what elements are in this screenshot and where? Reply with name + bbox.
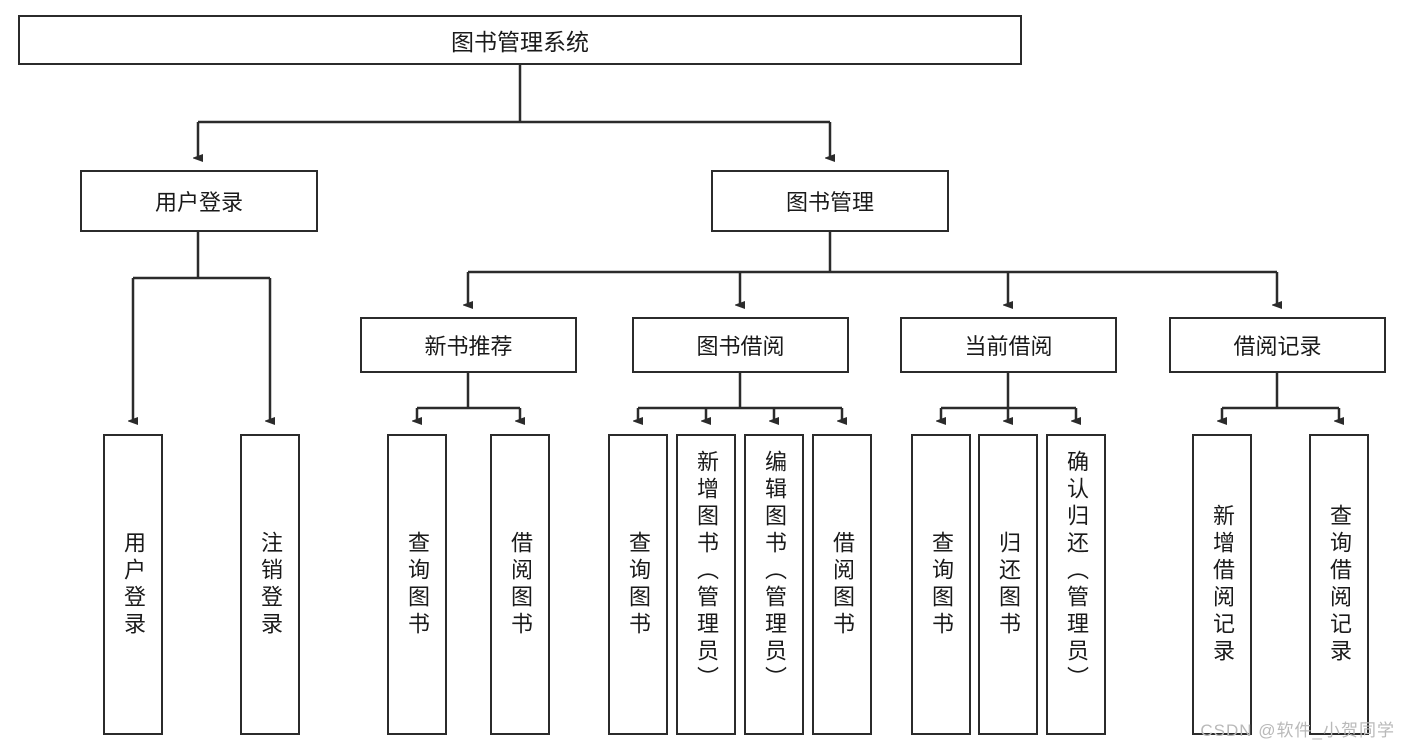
csdn-watermark: CSDN @软件_小贺同学 [1200,721,1395,740]
node-label: 借阅图书 [830,530,855,639]
node-label: 编辑图书（管理员） [762,450,787,693]
node-label: 新书推荐 [424,334,513,359]
leaf-query-book-current[interactable]: 查询图书 [911,434,971,735]
node-current-borrow[interactable]: 当前借阅 [900,317,1117,373]
leaf-confirm-return-admin[interactable]: 确认归还（管理员） [1046,434,1106,735]
node-label: 用户登录 [154,190,243,215]
node-book-manage[interactable]: 图书管理 [711,170,949,232]
node-label: 注销登录 [258,530,283,639]
leaf-query-book-recommend[interactable]: 查询图书 [387,434,447,735]
leaf-borrow-book[interactable]: 借阅图书 [812,434,872,735]
leaf-user-login[interactable]: 用户登录 [103,434,163,735]
node-book-borrow[interactable]: 图书借阅 [632,317,849,373]
leaf-edit-book-admin[interactable]: 编辑图书（管理员） [744,434,804,735]
node-label: 查询图书 [405,530,430,639]
node-label: 新增借阅记录 [1210,503,1235,666]
node-label: 新增图书（管理员） [694,450,719,693]
node-label: 图书管理 [785,190,874,215]
node-label: 归还图书 [996,530,1021,639]
leaf-return-book[interactable]: 归还图书 [978,434,1038,735]
node-user-login[interactable]: 用户登录 [80,170,318,232]
node-label: 用户登录 [121,530,146,639]
leaf-add-book-admin[interactable]: 新增图书（管理员） [676,434,736,735]
node-label: 借阅记录 [1233,334,1322,359]
node-label: 查询图书 [929,530,954,639]
node-label: 确认归还（管理员） [1064,450,1089,693]
node-label: 图书借阅 [696,334,785,359]
node-borrow-record[interactable]: 借阅记录 [1169,317,1386,373]
leaf-query-borrow-record[interactable]: 查询借阅记录 [1309,434,1369,735]
node-label: 查询图书 [626,530,651,639]
node-root-system[interactable]: 图书管理系统 [18,15,1022,65]
node-label: 图书管理系统 [451,29,589,55]
leaf-borrow-book-recommend[interactable]: 借阅图书 [490,434,550,735]
node-label: 查询借阅记录 [1327,503,1352,666]
node-new-book-recommend[interactable]: 新书推荐 [360,317,577,373]
leaf-add-borrow-record[interactable]: 新增借阅记录 [1192,434,1252,735]
node-label: 当前借阅 [964,334,1053,359]
leaf-logout[interactable]: 注销登录 [240,434,300,735]
leaf-query-book-borrow[interactable]: 查询图书 [608,434,668,735]
node-label: 借阅图书 [508,530,533,639]
